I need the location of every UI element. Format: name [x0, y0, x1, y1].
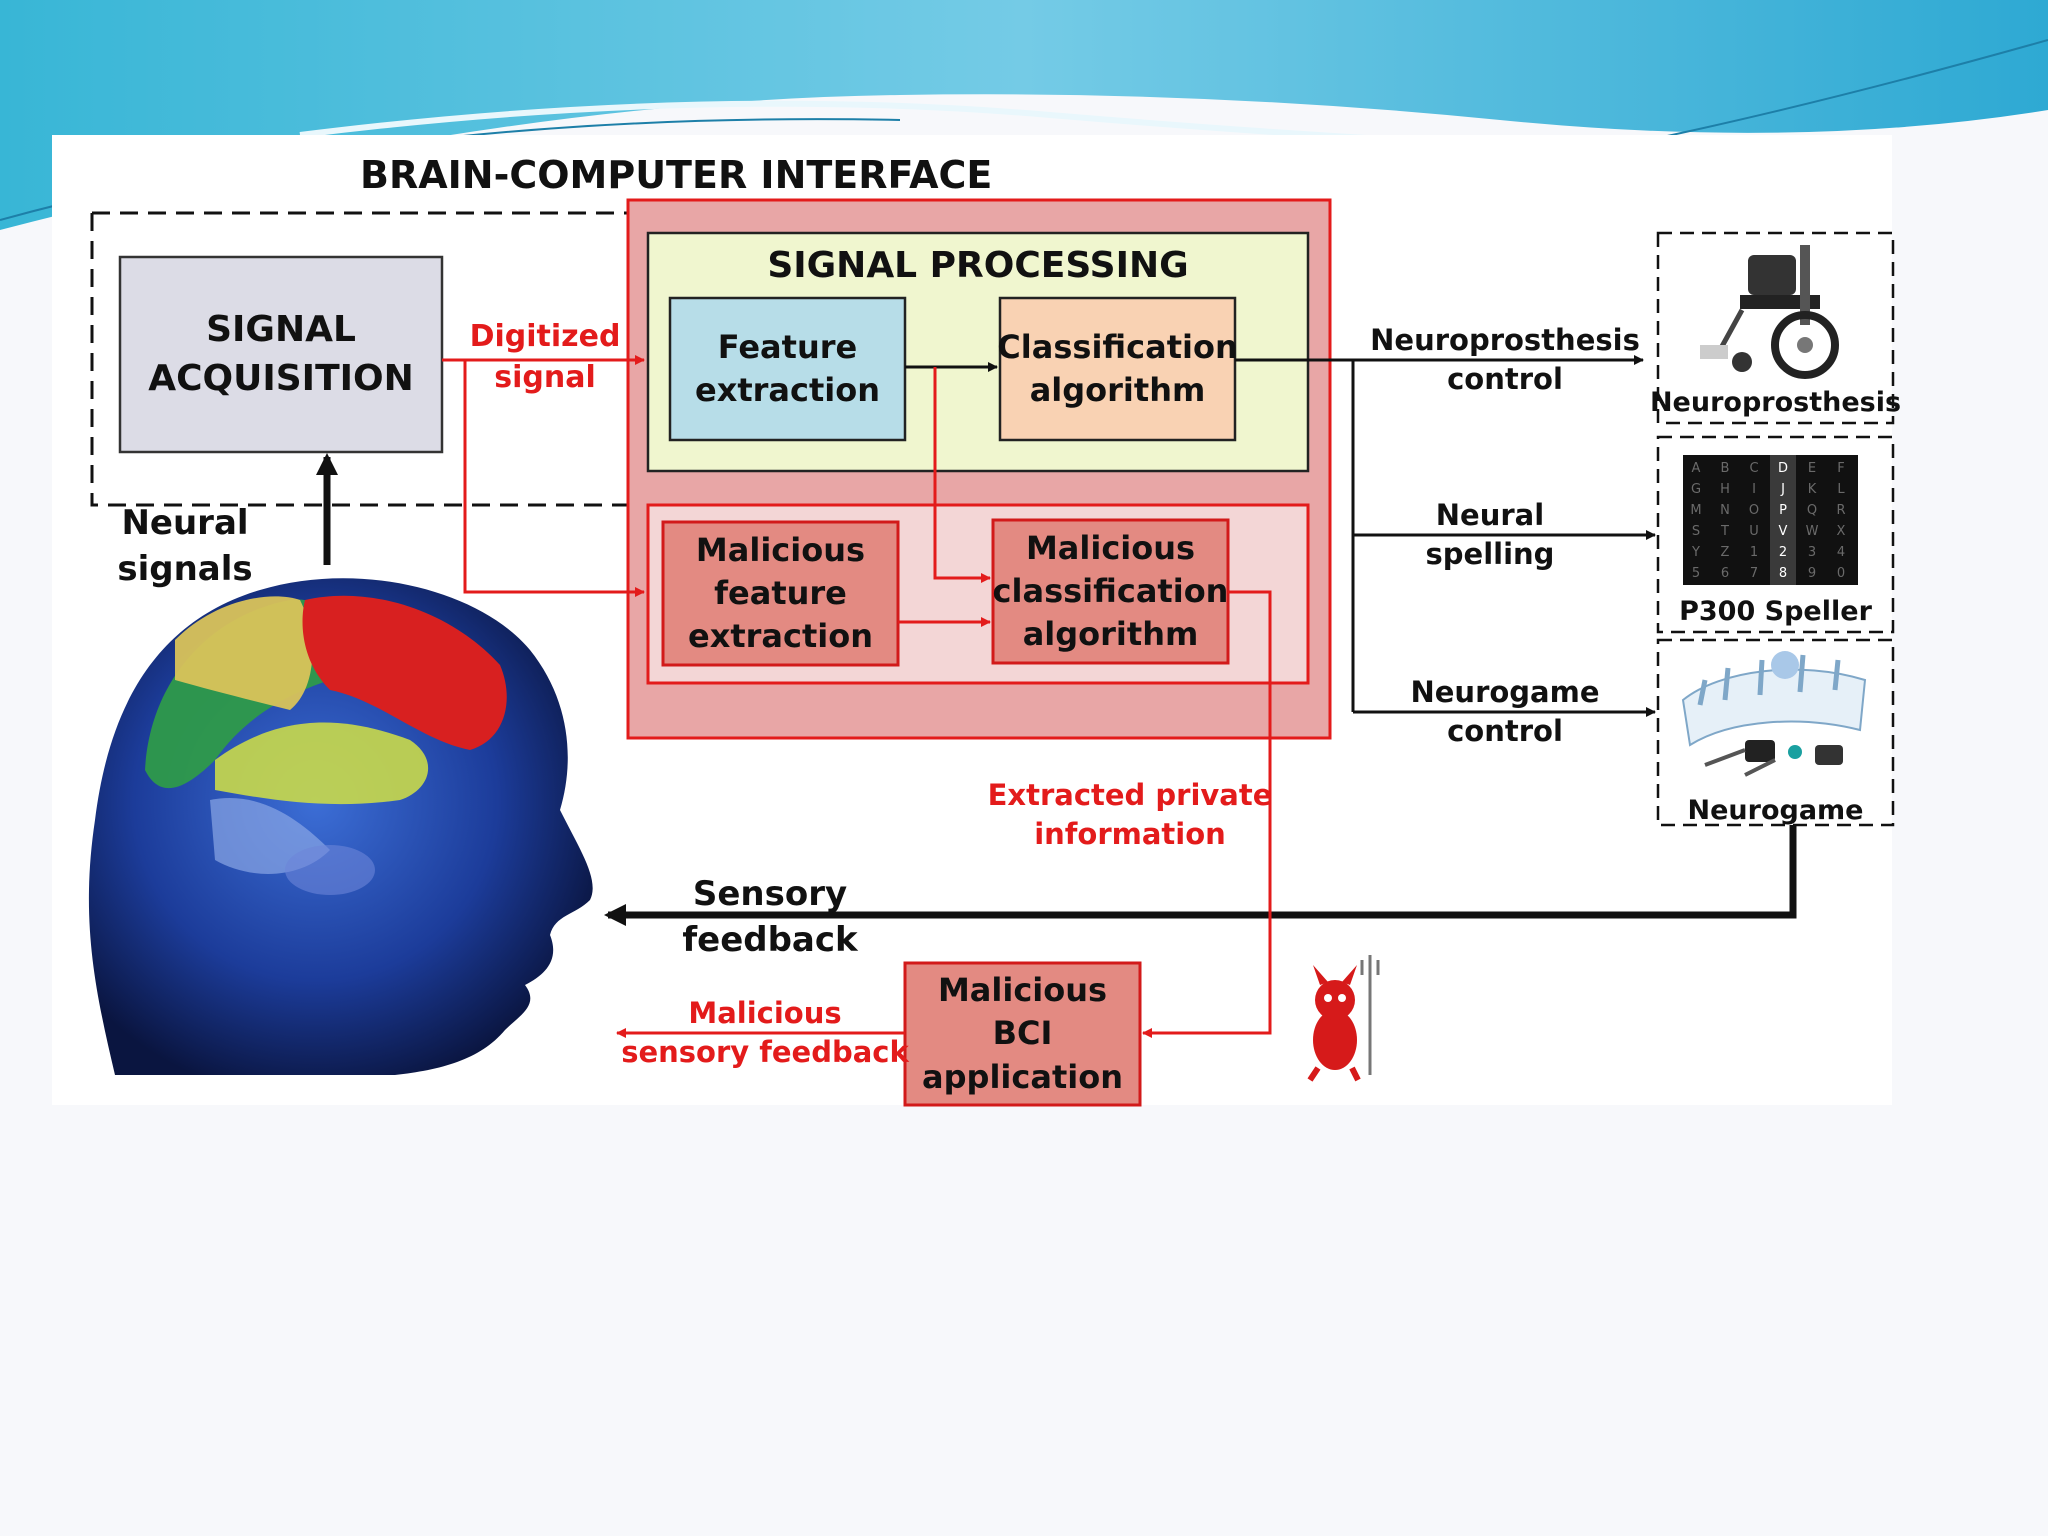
- speller-letter: G: [1691, 482, 1701, 497]
- sensory-feedback-arrow: [604, 825, 1797, 926]
- malicious-classification-box: [991, 518, 1230, 665]
- diagram-title: BRAIN-COMPUTER INTERFACE: [360, 153, 993, 198]
- tap-feature-to-malicious-classification-arrow: [933, 367, 991, 583]
- speller-letter: H: [1720, 482, 1730, 497]
- tap-to-malicious-feature-arrow: [463, 360, 645, 597]
- malicious-feature-extraction-box: [661, 520, 900, 667]
- neuroprosthesis-control-label: Neuroprosthesis control: [1370, 322, 1640, 396]
- speller-letter: 3: [1808, 545, 1816, 560]
- speller-letter: B: [1721, 461, 1730, 476]
- malicious-bci-application-box: [903, 961, 1142, 1107]
- speller-letter: 6: [1721, 566, 1729, 581]
- speller-letter: A: [1692, 461, 1701, 476]
- speller-letter: N: [1720, 503, 1730, 518]
- neuroprosthesis-frame: [1656, 231, 1895, 425]
- malicious-classification-label: Malicious classification algorithm: [992, 528, 1229, 654]
- speller-letter: I: [1752, 482, 1756, 497]
- extracted-private-information-label: Extracted private information: [987, 777, 1273, 851]
- speller-letter: D: [1778, 461, 1788, 476]
- speller-letter: 9: [1808, 566, 1816, 581]
- digitized-signal-label: Digitized signal: [469, 319, 621, 395]
- wheelchair-icon: [1700, 245, 1839, 379]
- speller-letter: X: [1837, 524, 1846, 539]
- speller-letter: T: [1720, 524, 1729, 539]
- speller-letter: U: [1749, 524, 1759, 539]
- neuroprosthesis-caption: Neuroprosthesis: [1649, 386, 1902, 418]
- p300-speller-caption: P300 Speller: [1679, 595, 1872, 627]
- speller-letter: 7: [1750, 566, 1758, 581]
- speller-letter: E: [1808, 461, 1816, 476]
- bci-boundary: [90, 211, 628, 507]
- speller-letter: L: [1837, 482, 1845, 497]
- speller-letter: V: [1779, 524, 1788, 539]
- speller-letter: R: [1836, 503, 1845, 518]
- signal-processing-label: SIGNAL PROCESSING: [767, 244, 1189, 286]
- speller-letter: M: [1690, 503, 1701, 518]
- malicious-sensory-feedback-label: Malicious sensory feedback: [621, 995, 909, 1069]
- speller-letter: P: [1779, 503, 1787, 518]
- extracted-private-info-arrow: [1142, 590, 1272, 1038]
- signal-acquisition-box: [118, 255, 444, 454]
- speller-letter: C: [1749, 461, 1758, 476]
- header-wave: [0, 0, 2048, 230]
- speller-letter: J: [1780, 482, 1785, 497]
- speller-letter: 0: [1837, 566, 1845, 581]
- speller-letter: 8: [1779, 566, 1787, 581]
- speller-letter: 4: [1837, 545, 1845, 560]
- speller-letter: F: [1837, 461, 1844, 476]
- speller-letter: Y: [1691, 545, 1700, 560]
- neural-signals-label: Neural signals: [117, 503, 253, 589]
- speller-letter: Z: [1721, 545, 1730, 560]
- malicious-feature-extraction-label: Malicious feature extraction: [687, 530, 873, 656]
- speller-letter: W: [1806, 524, 1819, 539]
- neurogame-icon: [1681, 651, 1867, 777]
- p300-speller-frame: [1656, 435, 1895, 634]
- speller-letter: K: [1808, 482, 1817, 497]
- classification-algorithm-box: [998, 296, 1237, 442]
- neural-spelling-label: Neural spelling: [1425, 497, 1555, 571]
- speller-letter: Q: [1807, 503, 1817, 518]
- speller-letter: 1: [1750, 545, 1758, 560]
- classification-algorithm-label: Classification algorithm: [997, 327, 1238, 409]
- speller-letter: S: [1692, 524, 1700, 539]
- speller-letters: A B C D E F G H I J K L M N O P Q R S T U V W X Y Z 1 2 3 4 5 6 7 8 9 0: [1690, 461, 1845, 581]
- speller-letter: 5: [1692, 566, 1700, 581]
- signal-acquisition-label: SIGNAL ACQUISITION: [148, 308, 414, 399]
- neurogame-frame: [1656, 638, 1895, 827]
- neurogame-control-label: Neurogame control: [1410, 674, 1600, 748]
- feature-extraction-box: [668, 296, 907, 442]
- sensory-feedback-label: Sensory feedback: [682, 874, 858, 960]
- speller-letter: 2: [1779, 545, 1787, 560]
- devil-icon: [1307, 955, 1380, 1082]
- malicious-bci-application-label: Malicious BCI application: [922, 971, 1123, 1096]
- neurogame-caption: Neurogame: [1687, 794, 1864, 826]
- speller-letter: O: [1749, 503, 1759, 518]
- human-head-illustration: [88, 578, 593, 1075]
- feature-extraction-label: Feature extraction: [694, 327, 880, 409]
